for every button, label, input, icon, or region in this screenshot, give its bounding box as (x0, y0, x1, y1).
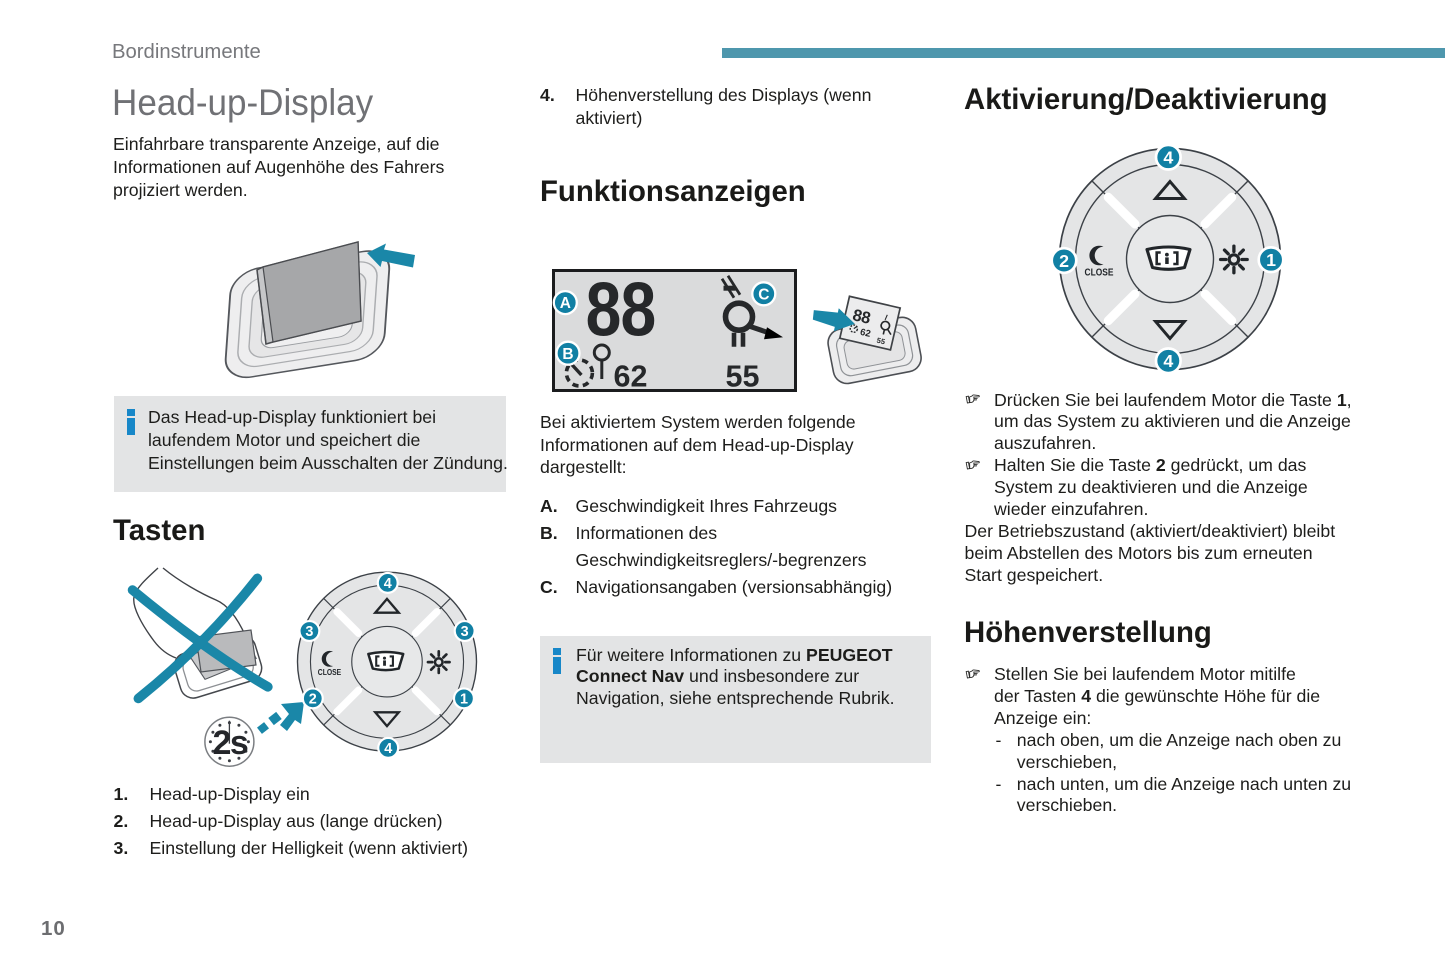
svg-text:4: 4 (1163, 148, 1173, 168)
svg-text:2: 2 (1059, 251, 1069, 271)
svg-text:2s: 2s (212, 724, 247, 762)
svg-text:88: 88 (586, 269, 656, 352)
svg-text:55: 55 (876, 336, 886, 347)
svg-text:4: 4 (1163, 351, 1173, 371)
svg-text:3: 3 (461, 624, 469, 640)
svg-text:1: 1 (1266, 250, 1276, 270)
svg-text:4: 4 (384, 576, 392, 592)
svg-text:62: 62 (859, 327, 872, 340)
svg-text:CLOSE: CLOSE (318, 667, 341, 677)
svg-text:C: C (758, 286, 769, 303)
svg-text:88: 88 (851, 306, 872, 328)
svg-text:4: 4 (384, 741, 392, 757)
svg-text:1: 1 (460, 692, 468, 708)
svg-text:2: 2 (309, 692, 317, 708)
svg-text:A: A (560, 295, 571, 312)
svg-text:62: 62 (614, 360, 648, 394)
svg-text:CLOSE: CLOSE (1085, 266, 1114, 278)
svg-text:3: 3 (305, 624, 313, 640)
svg-text:B: B (562, 346, 573, 363)
svg-text:55: 55 (726, 360, 760, 394)
